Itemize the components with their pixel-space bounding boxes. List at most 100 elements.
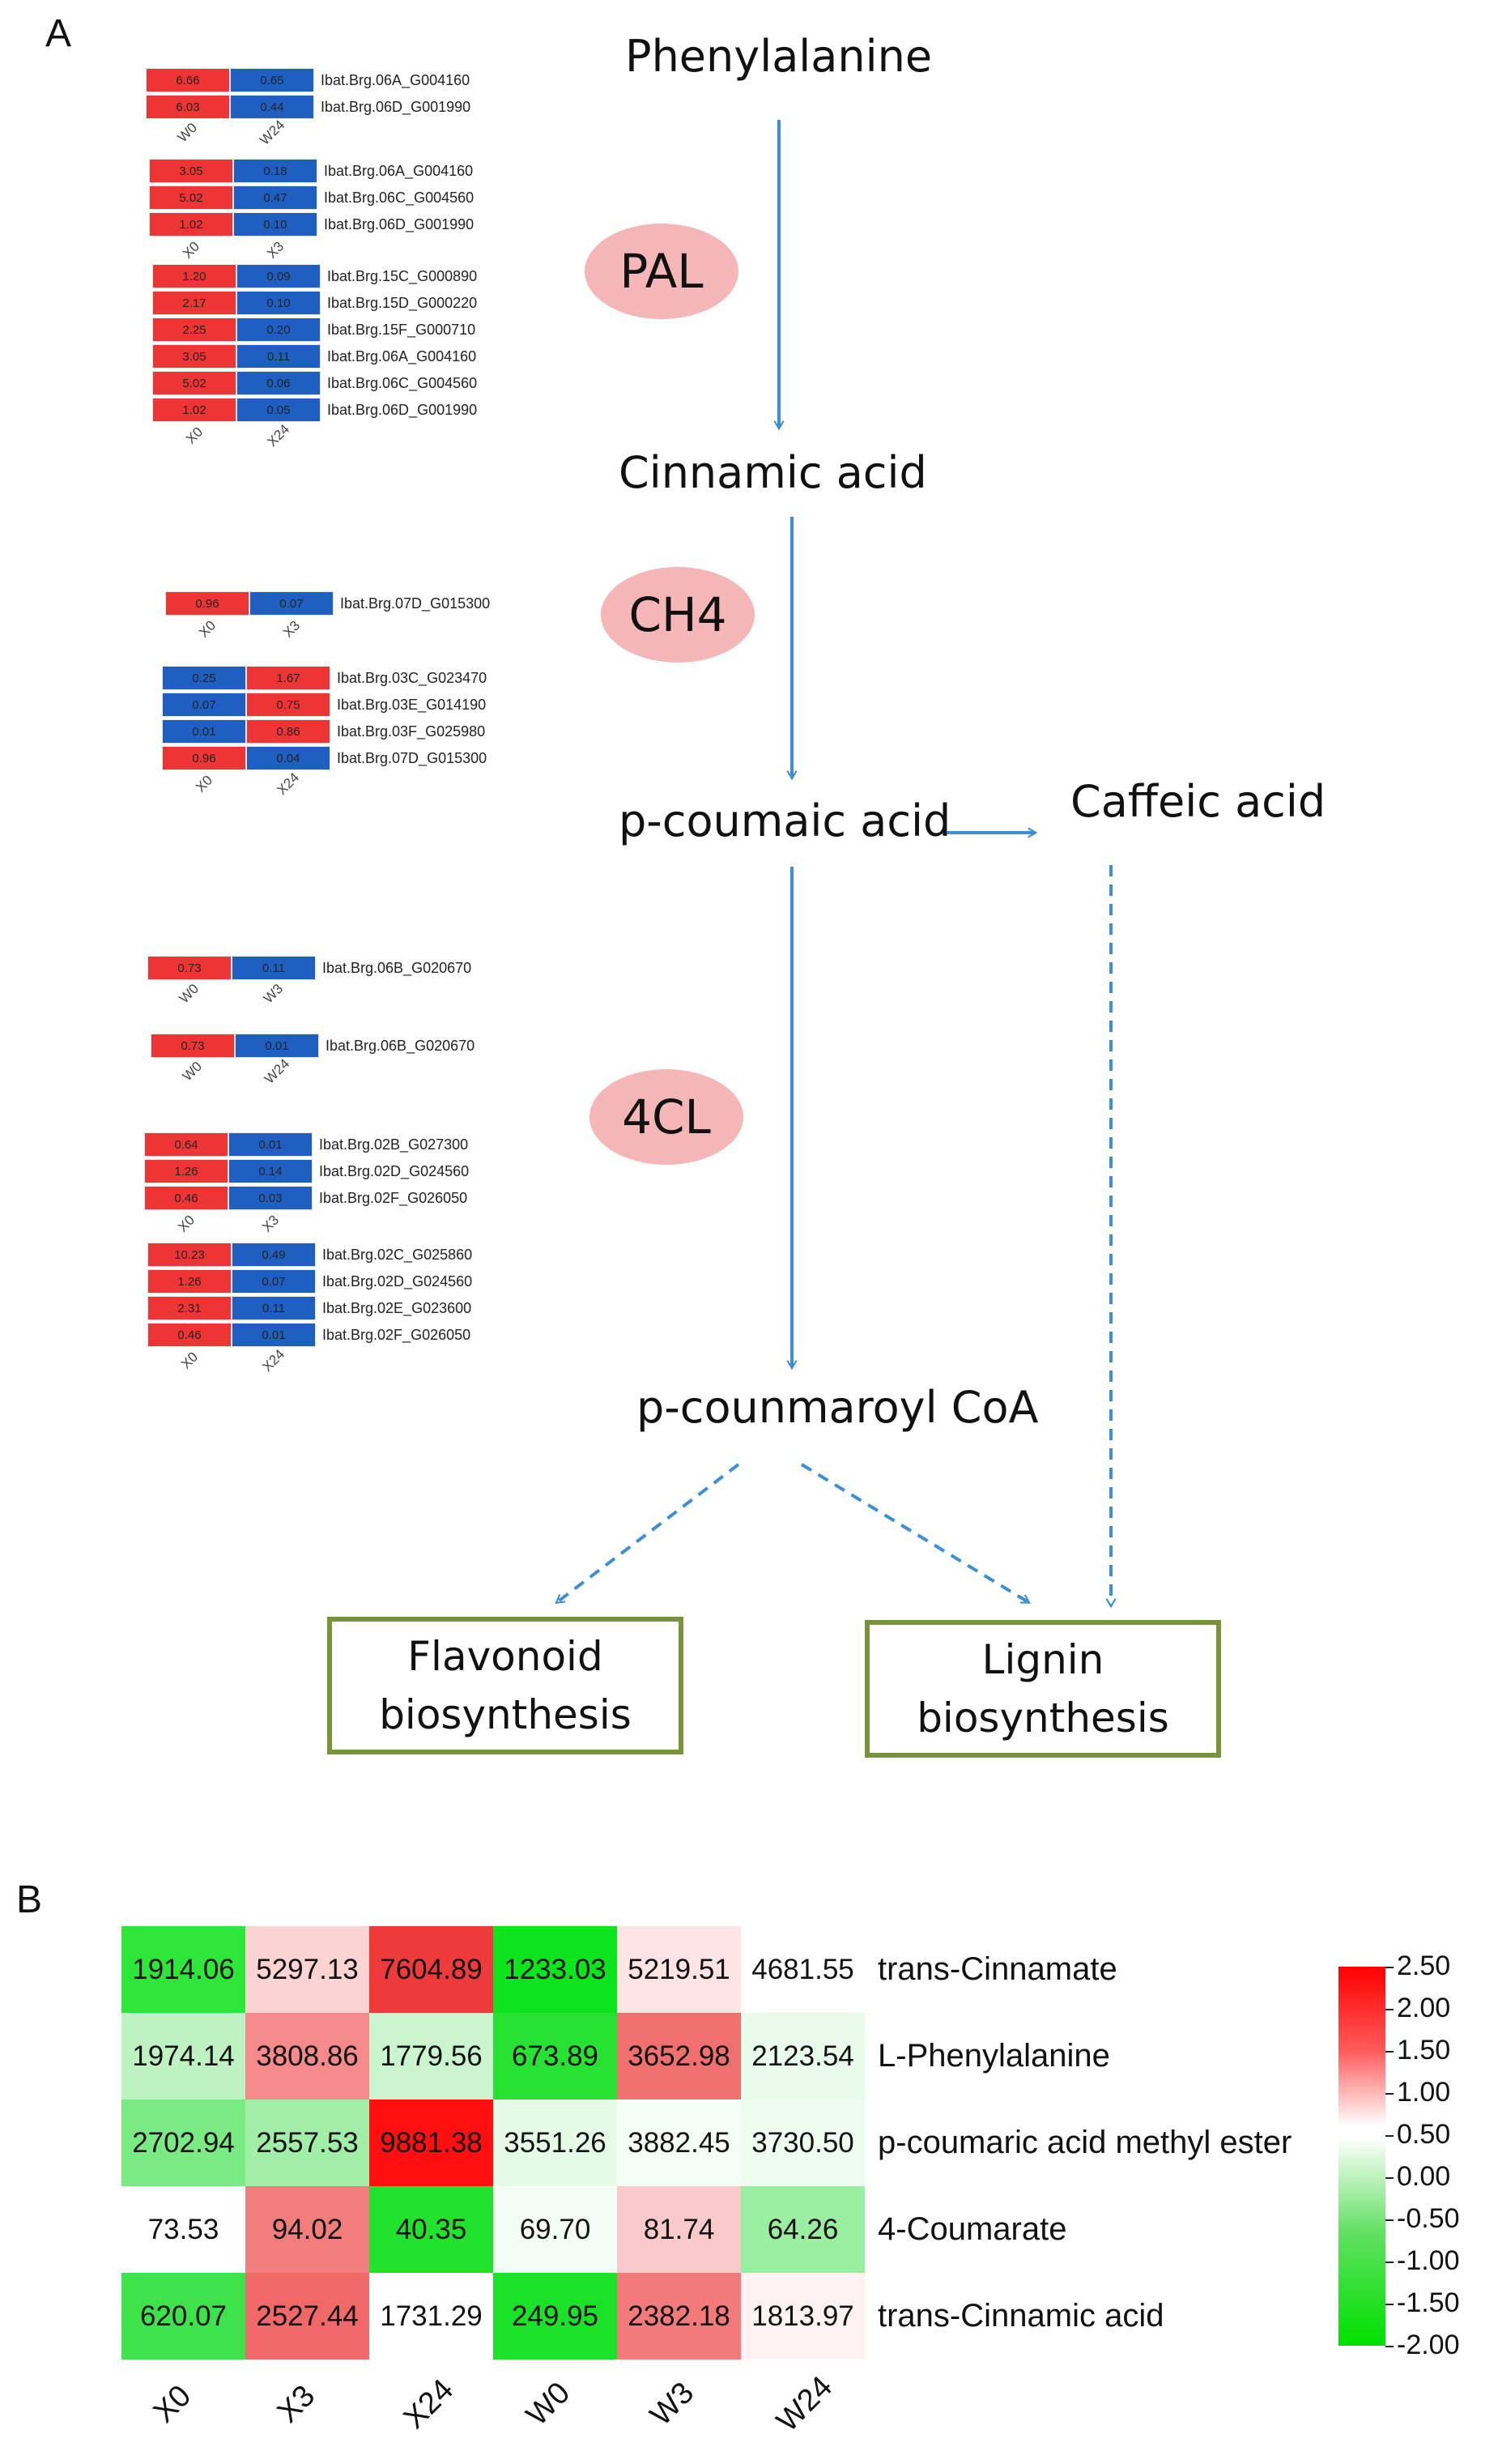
gene-id-label: Ibat.Brg.07D_G015300 xyxy=(337,749,487,766)
gene-id-label: Ibat.Brg.02B_G027300 xyxy=(319,1136,469,1153)
mini-heatmap-cell: 0.04 xyxy=(246,746,330,770)
heatmap-cell: 249.95 xyxy=(493,2273,617,2360)
mini-heatmap-col-label: X0 xyxy=(152,424,236,449)
mini-heatmap-col-label: X0 xyxy=(149,239,233,263)
node-p-coumaic-acid: p-coumaic acid xyxy=(619,795,951,846)
legend-tick-text: -1.50 xyxy=(1397,2287,1460,2318)
mini-heatmap-cell: 0.18 xyxy=(233,159,317,183)
heatmap-cell: 2527.44 xyxy=(245,2273,369,2360)
gene-id-label: Ibat.Brg.03C_G023470 xyxy=(337,669,487,686)
heatmap-cell: 2123.54 xyxy=(741,2013,865,2100)
mini-heatmap-col-text: X24 xyxy=(259,1346,288,1375)
legend-color-bar xyxy=(1338,1967,1385,2346)
enzyme-pal: PAL xyxy=(585,224,738,319)
legend-tick-label: 1.00 xyxy=(1385,2077,1450,2108)
node-caffeic-acid: Caffeic acid xyxy=(1070,776,1326,827)
gene-id-label: Ibat.Brg.06A_G004160 xyxy=(324,162,474,179)
box-flavonoid-line2: biosynthesis xyxy=(379,1691,632,1738)
gene-id-label: Ibat.Brg.06A_G004160 xyxy=(327,347,477,364)
mini-heatmap-col-label: X24 xyxy=(232,1346,316,1375)
mini-heatmap-cell: 0.49 xyxy=(232,1243,316,1267)
gene-id-label: Ibat.Brg.15D_G000220 xyxy=(327,294,478,311)
gene-id-label: Ibat.Brg.02D_G024560 xyxy=(319,1162,470,1179)
legend-tick-label: 2.00 xyxy=(1385,1993,1450,2024)
mini-heatmap-cell: 1.67 xyxy=(246,666,330,690)
mini-heatmap-col-label: X0 xyxy=(147,1349,232,1374)
mini-heatmap-cell: 0.46 xyxy=(147,1323,232,1347)
heatmap-row-label: trans-Cinnamic acid xyxy=(878,2298,1164,2334)
heatmap-cell: 620.07 xyxy=(121,2273,245,2360)
mini-heatmap-cell: 0.01 xyxy=(232,1323,316,1347)
heatmap-cell: 3730.50 xyxy=(741,2100,865,2186)
heatmap-column-label: X3 xyxy=(245,2377,369,2442)
mini-heatmap-col-text: X3 xyxy=(279,617,303,641)
heatmap-column-label: X24 xyxy=(369,2372,493,2442)
legend-tick-label: -0.50 xyxy=(1385,2203,1460,2235)
mini-heatmap-col-text: W3 xyxy=(260,980,287,1007)
heatmap-cell: 2557.53 xyxy=(245,2100,369,2186)
mini-heatmap-cell: 0.09 xyxy=(236,264,321,288)
mini-heatmap-col-text: W24 xyxy=(256,117,287,148)
heatmap-row-label: L-Phenylalanine xyxy=(878,2038,1110,2074)
mini-heatmap-cell: 0.03 xyxy=(228,1186,313,1210)
mini-heatmap-col-label: W0 xyxy=(146,119,230,146)
heatmap-column-text: X3 xyxy=(270,2378,322,2430)
box-flavonoid-biosynthesis: Flavonoid biosynthesis xyxy=(327,1617,683,1754)
mini-heatmap-cell: 0.07 xyxy=(249,591,334,616)
heatmap-cell: 3882.45 xyxy=(617,2100,741,2186)
mini-heatmap-col-label: X3 xyxy=(228,1213,313,1237)
heatmap-cell: 9881.38 xyxy=(369,2100,493,2186)
heatmap-cell: 2702.94 xyxy=(121,2100,245,2186)
heatmap-column-text: W3 xyxy=(644,2376,701,2433)
gene-id-label: Ibat.Brg.06D_G001990 xyxy=(327,401,478,418)
mini-heatmap-col-label: W24 xyxy=(235,1056,319,1087)
mini-heatmap-cell: 0.96 xyxy=(165,591,249,616)
heatmap-cell: 5297.13 xyxy=(245,1926,369,2013)
mini-heatmap-cell: 0.25 xyxy=(162,666,246,690)
enzyme-ch4: CH4 xyxy=(601,567,755,663)
heatmap-column-label: X0 xyxy=(121,2377,245,2442)
mini-heatmap-col-text: X0 xyxy=(192,772,215,795)
legend-tick-label: -2.00 xyxy=(1385,2330,1460,2361)
heatmap-cell: 673.89 xyxy=(493,2013,617,2100)
legend-tick-text: 1.50 xyxy=(1397,2035,1451,2065)
mini-heatmap-cell: 1.02 xyxy=(152,398,236,422)
mini-heatmap-col-text: W0 xyxy=(174,119,201,146)
heatmap-cell: 3652.98 xyxy=(617,2013,741,2100)
heatmap-cell: 2382.18 xyxy=(617,2273,741,2360)
mini-heatmap-col-label: W0 xyxy=(147,981,232,1007)
legend-tick-label: 1.50 xyxy=(1385,2035,1450,2066)
mini-heatmap-col-labels: W0 W24 xyxy=(146,117,470,148)
gene-id-label: Ibat.Brg.06B_G020670 xyxy=(322,959,472,976)
gene-id-label: Ibat.Brg.02C_G025860 xyxy=(322,1246,473,1263)
mini-heatmap-col-label: W3 xyxy=(232,980,316,1007)
heatmap-cell: 1779.56 xyxy=(369,2013,493,2100)
mini-heatmap-col-label: X0 xyxy=(162,773,246,797)
gene-id-label: Ibat.Brg.06D_G001990 xyxy=(324,215,475,232)
mini-heatmap-cell: 0.73 xyxy=(147,956,232,980)
legend-tick-text: -0.50 xyxy=(1397,2203,1460,2234)
heatmap-column-label: W0 xyxy=(493,2376,617,2442)
gene-id-label: Ibat.Brg.02F_G026050 xyxy=(319,1189,468,1206)
mini-heatmap-cell: 2.31 xyxy=(147,1296,232,1320)
